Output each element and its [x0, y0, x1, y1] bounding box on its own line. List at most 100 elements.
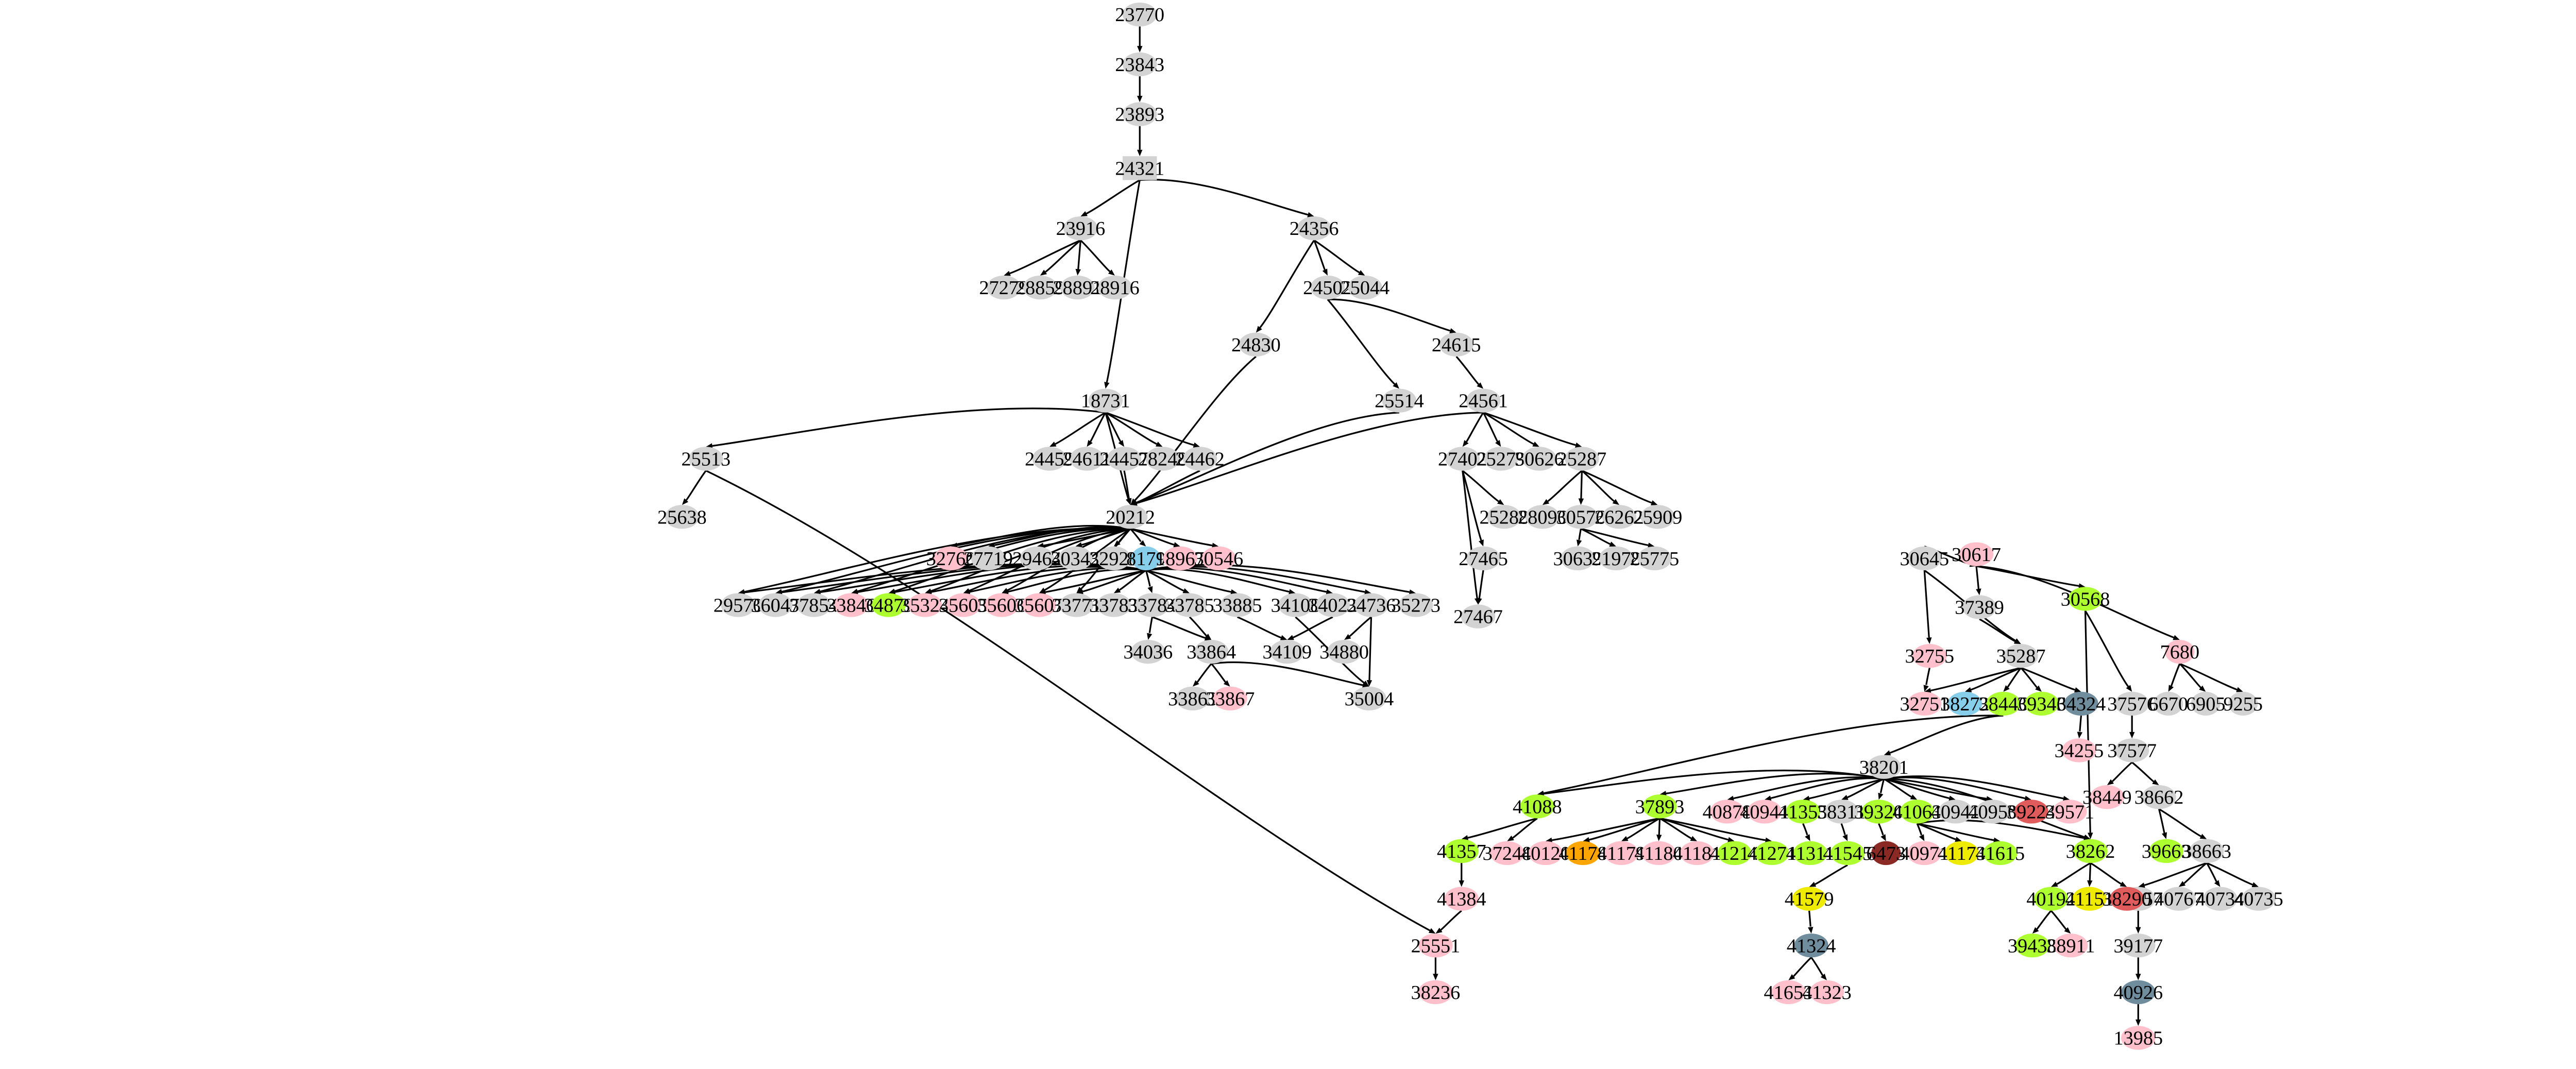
graph-node[interactable]: 34736 — [1347, 593, 1396, 617]
graph-node[interactable]: 40942 — [1931, 800, 1980, 824]
graph-node[interactable]: 28248 — [1138, 447, 1188, 471]
graph-node[interactable]: 33784 — [1128, 593, 1177, 617]
graph-node[interactable]: 41180 — [1634, 841, 1683, 866]
graph-node[interactable]: 20212 — [1106, 505, 1155, 529]
graph-node[interactable]: 41063 — [1892, 800, 1942, 824]
graph-node[interactable]: 24321 — [1115, 156, 1164, 180]
graph-node[interactable]: 40950 — [1968, 800, 2018, 824]
graph-node[interactable]: 23893 — [1115, 102, 1164, 126]
graph-node[interactable]: 30568 — [2061, 587, 2110, 611]
graph-node[interactable]: 25514 — [1375, 388, 1424, 413]
graph-node[interactable]: 41324 — [1787, 934, 1836, 958]
graph-node[interactable]: 34109 — [1262, 639, 1312, 664]
graph-node[interactable]: 35324 — [900, 593, 950, 617]
graph-node[interactable]: 39320 — [1854, 800, 1904, 824]
graph-node[interactable]: 38236 — [1411, 980, 1461, 1005]
graph-node[interactable]: 41579 — [1785, 887, 1834, 911]
graph-node[interactable]: 25551 — [1411, 934, 1461, 958]
graph-node[interactable]: 40735 — [2234, 887, 2283, 911]
graph-node[interactable]: 34255 — [2055, 738, 2104, 762]
graph-node[interactable]: 41178 — [1558, 841, 1607, 866]
graph-node[interactable]: 41151 — [2065, 887, 2114, 911]
graph-node[interactable]: 40878 — [1703, 800, 1752, 824]
graph-node[interactable]: 27279 — [979, 275, 1029, 300]
graph-node[interactable]: 37248 — [1483, 841, 1532, 866]
graph-node[interactable]: 41311 — [1786, 841, 1835, 866]
graph-node[interactable]: 7680 — [2160, 639, 2200, 664]
graph-node[interactable]: 40941 — [1740, 800, 1789, 824]
graph-node[interactable]: 29570 — [714, 593, 763, 617]
graph-node[interactable]: 41615 — [1976, 841, 2025, 866]
graph-node[interactable]: 40192 — [2026, 887, 2076, 911]
graph-node[interactable]: 9255 — [2223, 691, 2263, 716]
graph-node[interactable]: 25638 — [657, 505, 707, 529]
graph-node[interactable]: 41545 — [1823, 841, 1872, 866]
graph-node[interactable]: 39571 — [2045, 800, 2094, 824]
graph-node[interactable]: 24502 — [1303, 275, 1352, 300]
graph-node[interactable]: 6670 — [2148, 691, 2188, 716]
graph-node[interactable]: 6905 — [2186, 691, 2226, 716]
graph-node[interactable]: 33885 — [1213, 593, 1262, 617]
graph-node[interactable]: 34880 — [1319, 639, 1369, 664]
graph-node[interactable]: 33785 — [1165, 593, 1214, 617]
graph-node[interactable]: 41179 — [1597, 841, 1646, 866]
graph-node[interactable]: 32760 — [926, 546, 976, 571]
graph-node[interactable]: 6473 — [1866, 841, 1906, 866]
graph-node[interactable]: 35287 — [1996, 644, 2046, 668]
graph-node[interactable]: 30546 — [1194, 546, 1244, 571]
graph-node[interactable]: 29464 — [1012, 546, 1062, 571]
graph-node[interactable]: 24611 — [1062, 447, 1111, 471]
graph-node[interactable]: 37576 — [2107, 691, 2157, 716]
graph-node[interactable]: 39438 — [2008, 934, 2057, 958]
graph-node[interactable]: 41323 — [1802, 980, 1852, 1005]
graph-node[interactable]: 24462 — [1175, 447, 1225, 471]
graph-node[interactable]: 41271 — [1747, 841, 1797, 866]
graph-node[interactable]: 8179 — [1126, 546, 1166, 571]
graph-node[interactable]: 25909 — [1633, 505, 1683, 529]
graph-node[interactable]: 33771 — [1052, 593, 1101, 617]
graph-node[interactable]: 41214 — [1710, 841, 1759, 866]
graph-node[interactable]: 23916 — [1056, 216, 1106, 241]
graph-node[interactable]: 34879 — [864, 593, 913, 617]
graph-node[interactable]: 25513 — [681, 447, 731, 471]
graph-node[interactable]: 30626 — [1515, 447, 1564, 471]
graph-node[interactable]: 25044 — [1341, 275, 1390, 300]
graph-node[interactable]: 24459 — [1025, 447, 1074, 471]
graph-node[interactable]: 34022 — [1308, 593, 1358, 617]
graph-node[interactable]: 38262 — [2066, 839, 2115, 863]
graph-node[interactable]: 41088 — [1513, 794, 1562, 819]
graph-node[interactable]: 41357 — [1437, 839, 1486, 863]
graph-node[interactable]: 25279 — [1476, 447, 1526, 471]
graph-node[interactable]: 41181 — [1673, 841, 1721, 866]
graph-node[interactable]: 38311 — [1817, 800, 1866, 824]
graph-node[interactable]: 34036 — [1124, 639, 1173, 664]
graph-node[interactable]: 33867 — [1206, 686, 1255, 710]
graph-node[interactable]: 40734 — [2196, 887, 2245, 911]
graph-node[interactable]: 39663 — [2142, 839, 2191, 863]
graph-node[interactable]: 32928 — [1089, 546, 1139, 571]
graph-node[interactable]: 35606 — [977, 593, 1026, 617]
graph-node[interactable]: 18731 — [1081, 388, 1130, 413]
graph-node[interactable]: 25288 — [1480, 505, 1529, 529]
graph-node[interactable]: 38911 — [2046, 934, 2095, 958]
graph-node[interactable]: 30617 — [1952, 542, 2001, 566]
graph-node[interactable]: 33846 — [826, 593, 876, 617]
graph-node[interactable]: 30342 — [1051, 546, 1100, 571]
graph-node[interactable]: 40120 — [1521, 841, 1570, 866]
graph-node[interactable]: 33864 — [1187, 639, 1236, 664]
graph-node[interactable]: 33783 — [1089, 593, 1139, 617]
graph-node[interactable]: 34108 — [1271, 593, 1320, 617]
graph-node[interactable]: 40767 — [2154, 887, 2204, 911]
graph-node[interactable]: 26262 — [1595, 505, 1644, 529]
graph-node[interactable]: 32755 — [1905, 644, 1955, 668]
graph-node[interactable]: 13985 — [2113, 1026, 2163, 1050]
graph-node[interactable]: 41653 — [1764, 980, 1814, 1005]
graph-node[interactable]: 38272 — [1940, 691, 1990, 716]
graph-node[interactable]: 23843 — [1115, 52, 1164, 77]
graph-node[interactable]: 30576 — [1556, 505, 1606, 529]
graph-node[interactable]: 23770 — [1115, 3, 1164, 27]
graph-node[interactable]: 35004 — [1345, 686, 1394, 710]
graph-node[interactable]: 39224 — [2007, 800, 2056, 824]
graph-node[interactable]: 38290 — [2102, 887, 2151, 911]
